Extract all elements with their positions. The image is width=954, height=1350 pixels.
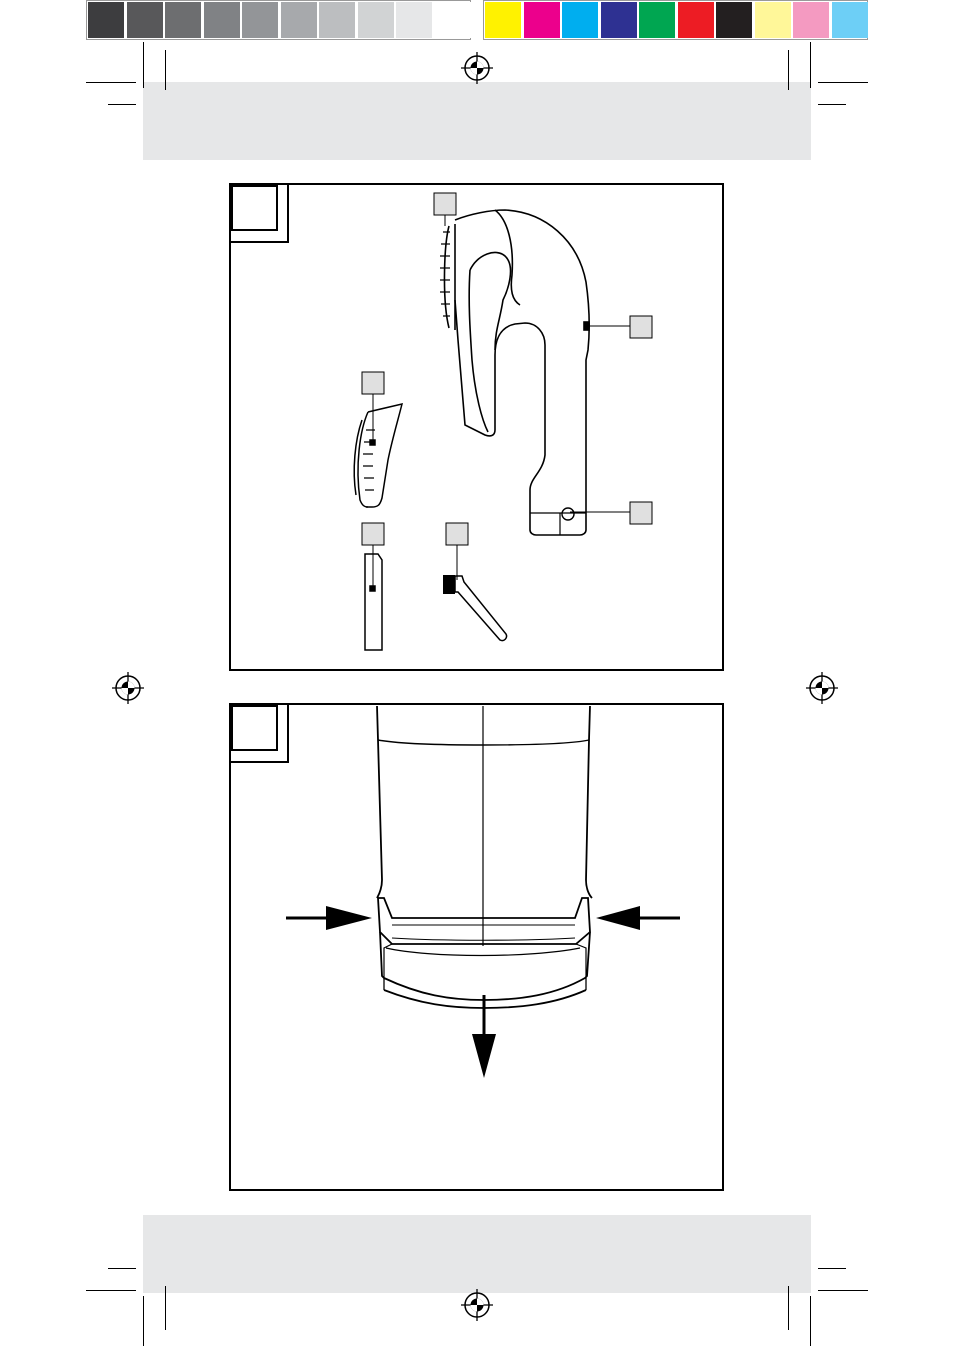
callout-4	[570, 501, 653, 525]
arrow-icon	[596, 906, 680, 930]
crop-mark	[818, 82, 868, 83]
cleaning-brush-component	[443, 575, 508, 642]
crop-mark	[810, 1296, 811, 1346]
callout-2	[588, 315, 653, 339]
figure-b-frame	[229, 703, 724, 1191]
figure-a-number-tab	[230, 184, 289, 243]
figure-b-number-tab	[230, 704, 289, 763]
color-swatch	[562, 2, 598, 38]
figure-b	[229, 703, 724, 1191]
crop-mark	[143, 42, 144, 88]
crop-mark	[143, 1296, 144, 1346]
arrow-icon	[472, 995, 496, 1078]
crop-mark	[165, 1286, 166, 1330]
gray-swatch	[203, 2, 240, 38]
color-swatch	[600, 2, 637, 38]
color-swatch	[793, 2, 829, 38]
gray-swatch	[319, 2, 355, 38]
header-band	[143, 82, 811, 160]
gray-swatch	[165, 2, 201, 38]
gray-swatch	[357, 2, 394, 38]
gray-swatch	[434, 2, 471, 38]
figure-a-frame	[229, 183, 724, 671]
device-body-closeup	[376, 705, 593, 1009]
color-swatch	[639, 2, 675, 38]
figure-a-number-box	[231, 185, 278, 231]
crop-mark	[818, 1290, 868, 1291]
arrow-icon	[286, 906, 372, 930]
lint-remover-device	[440, 209, 591, 536]
footer-band	[143, 1215, 811, 1293]
color-swatch	[831, 2, 868, 38]
registration-mark-icon	[460, 51, 494, 85]
crop-mark	[818, 104, 846, 105]
color-swatch	[485, 2, 521, 38]
gray-strip-frame	[86, 0, 471, 40]
callout-3	[361, 371, 385, 444]
registration-mark-icon	[460, 1288, 494, 1322]
color-swatch	[754, 2, 791, 38]
crop-mark	[788, 1286, 789, 1330]
callout-5	[361, 522, 385, 588]
color-strip-frame	[483, 0, 868, 40]
crop-mark	[810, 42, 811, 88]
gray-swatch	[242, 2, 278, 38]
crop-mark	[86, 82, 136, 83]
registration-mark-icon	[805, 671, 839, 705]
crop-mark	[818, 1268, 846, 1269]
crop-mark	[788, 50, 789, 90]
lint-container-component	[364, 553, 383, 651]
callout-6	[445, 522, 469, 580]
crop-mark	[165, 50, 166, 90]
callout-1	[433, 192, 457, 226]
crop-mark	[108, 104, 136, 105]
figure-b-number-box	[231, 705, 278, 751]
shaver-head-component	[353, 402, 404, 508]
gray-swatch	[396, 2, 432, 38]
crop-mark	[86, 1290, 136, 1291]
gray-swatch	[126, 2, 163, 38]
gray-swatch	[88, 2, 124, 38]
registration-mark-icon	[111, 671, 145, 705]
color-swatch	[677, 2, 714, 38]
figure-a	[229, 183, 724, 671]
gray-swatch	[280, 2, 317, 38]
color-swatch	[523, 2, 560, 38]
color-swatch	[716, 2, 752, 38]
crop-mark	[108, 1268, 136, 1269]
